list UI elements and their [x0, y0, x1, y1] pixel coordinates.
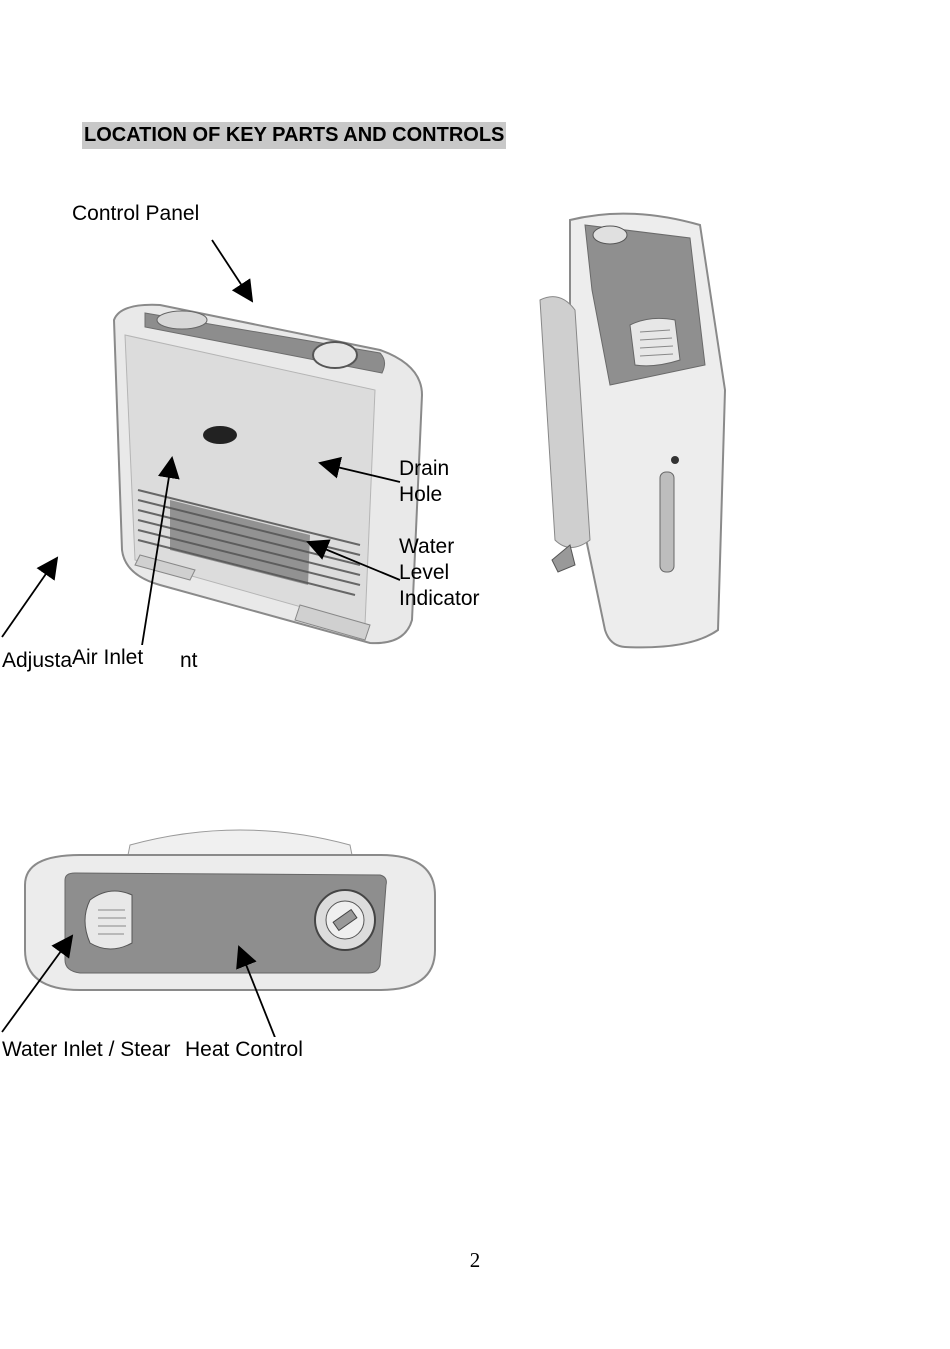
label-water-level-line2: Level: [399, 561, 450, 584]
label-adjustable-fragment-b: nt: [180, 649, 198, 672]
page-number: 2: [469, 1248, 481, 1272]
heater-side-illustration: [539, 212, 727, 649]
heater-top-illustration: [24, 829, 436, 991]
label-water-inlet: Water Inlet / Stear: [2, 1038, 171, 1061]
page-heading: LOCATION OF KEY PARTS AND CONTROLS: [82, 122, 507, 149]
label-drain-line2: Hole: [399, 483, 443, 506]
label-control-panel: Control Panel: [72, 202, 200, 225]
label-air-inlet: Air Inlet: [72, 645, 144, 671]
label-heat-control: Heat Control: [185, 1037, 303, 1063]
label-water-level-line3: Indicator: [399, 587, 480, 610]
label-adjustable-fragment-a: Adjusta: [2, 649, 73, 672]
label-water-level-line1: Water: [399, 535, 455, 558]
label-drain-line1: Drain: [399, 457, 450, 480]
